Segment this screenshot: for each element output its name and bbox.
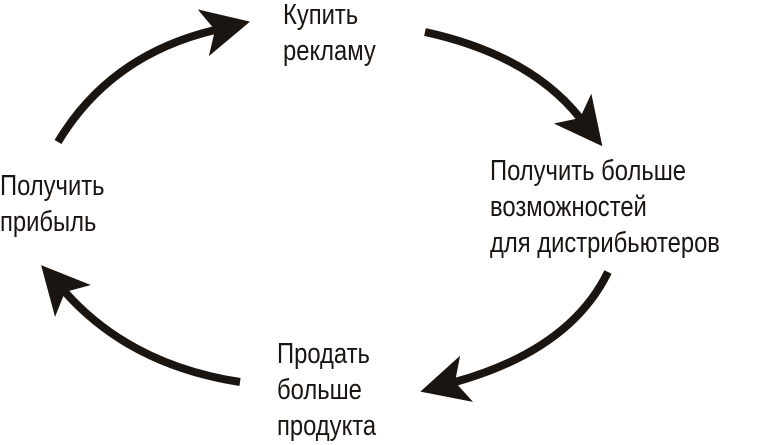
node-distributors: Получить больше возможностей для дистриб…	[490, 153, 720, 261]
node-line: для дистрибьютеров	[490, 227, 720, 259]
node-line: Продать	[277, 338, 370, 370]
arrow-distributors-to-sell	[420, 270, 612, 402]
arrow-sell-to-profit	[41, 265, 241, 386]
node-line: Получить больше	[490, 155, 687, 187]
node-line: возможностей	[490, 191, 647, 223]
node-line: Купить	[283, 0, 359, 31]
arrow-ads-to-distributors	[424, 28, 603, 147]
node-line: рекламу	[283, 35, 376, 67]
node-buy-ads: Купить рекламу	[283, 0, 376, 69]
node-line: Получить	[0, 170, 105, 202]
node-sell-more: Продать больше продукта	[277, 336, 376, 444]
node-line: продукта	[277, 410, 377, 442]
node-line: больше	[277, 374, 362, 406]
node-line: прибыль	[0, 206, 97, 238]
arrow-profit-to-ads	[54, 9, 251, 145]
node-profit: Получить прибыль	[0, 168, 105, 240]
